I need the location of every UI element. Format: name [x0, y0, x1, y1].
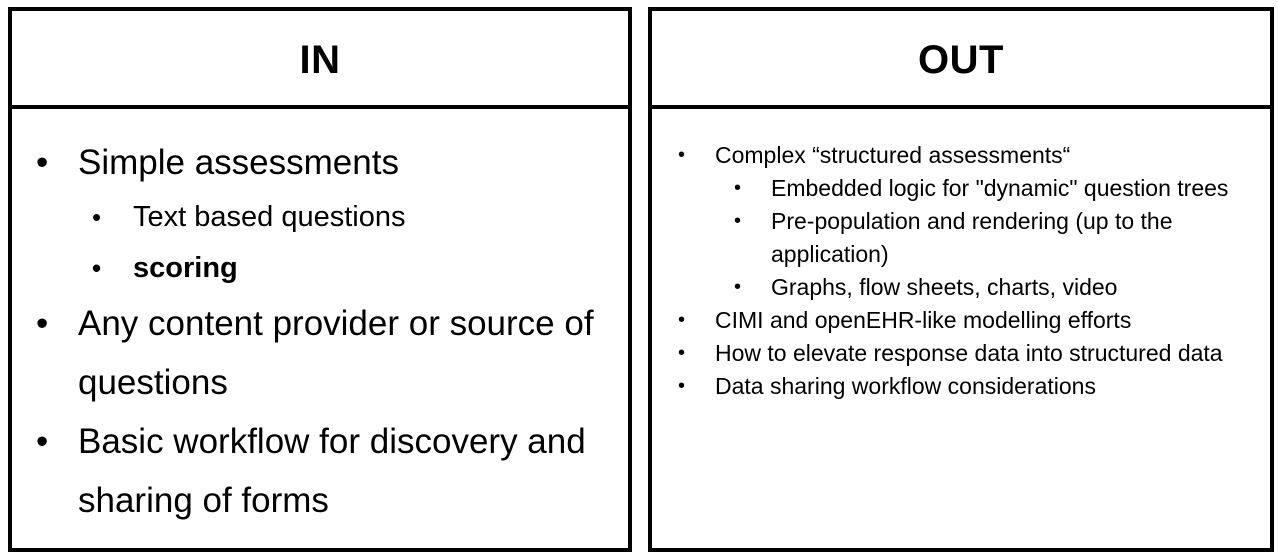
- out-list-item: • CIMI and openEHR-like modelling effort…: [652, 304, 1270, 337]
- bullet-icon: •: [734, 177, 742, 199]
- out-subitem-text: Embedded logic for "dynamic" question tr…: [771, 175, 1229, 201]
- in-list-item: • Basic workflow for discovery and shari…: [12, 412, 628, 530]
- out-panel-header: OUT: [652, 11, 1270, 109]
- out-item-text: Complex “structured assessments“: [715, 142, 1071, 168]
- in-panel-header: IN: [12, 11, 628, 109]
- bullet-icon: •: [678, 375, 686, 397]
- out-panel-title: OUT: [918, 37, 1004, 82]
- in-item-text: Basic workflow for discovery and sharing…: [78, 422, 586, 520]
- out-item-text: How to elevate response data into struct…: [715, 340, 1223, 366]
- in-panel: IN • Simple assessments • Text based que…: [8, 7, 632, 552]
- in-item-text: Any content provider or source of questi…: [78, 304, 594, 402]
- out-panel-body: • Complex “structured assessments“ • Emb…: [652, 109, 1270, 548]
- out-list-item: • Data sharing workflow considerations: [652, 370, 1270, 403]
- out-item-text: Data sharing workflow considerations: [715, 373, 1096, 399]
- in-panel-body: • Simple assessments • Text based questi…: [12, 109, 628, 548]
- in-list-item: • Simple assessments: [12, 133, 628, 192]
- out-sublist-item: • Embedded logic for "dynamic" question …: [652, 172, 1270, 205]
- bullet-icon: •: [678, 342, 686, 364]
- out-list-item: • How to elevate response data into stru…: [652, 337, 1270, 370]
- bullet-icon: •: [36, 143, 49, 182]
- in-sublist-item: • scoring: [12, 243, 628, 294]
- in-panel-title: IN: [299, 37, 341, 82]
- out-subitem-text: Pre-population and rendering (up to the …: [771, 208, 1173, 267]
- out-sublist-item: • Pre-population and rendering (up to th…: [652, 205, 1270, 271]
- bullet-icon: •: [92, 202, 102, 232]
- bullet-icon: •: [734, 276, 742, 298]
- out-list-item: • Complex “structured assessments“: [652, 139, 1270, 172]
- bullet-icon: •: [678, 144, 686, 166]
- in-sublist-item: • Text based questions: [12, 192, 628, 243]
- bullet-icon: •: [36, 422, 49, 461]
- bullet-icon: •: [92, 253, 102, 283]
- in-list-item: • Any content provider or source of ques…: [12, 294, 628, 412]
- out-panel: OUT • Complex “structured assessments“ •…: [648, 7, 1274, 552]
- out-list: • Complex “structured assessments“ • Emb…: [652, 139, 1270, 403]
- out-subitem-text: Graphs, flow sheets, charts, video: [771, 274, 1118, 300]
- bullet-icon: •: [678, 309, 686, 331]
- out-sublist-item: • Graphs, flow sheets, charts, video: [652, 271, 1270, 304]
- out-item-text: CIMI and openEHR-like modelling efforts: [715, 307, 1132, 333]
- in-subitem-text: scoring: [133, 252, 238, 284]
- bullet-icon: •: [734, 210, 742, 232]
- bullet-icon: •: [36, 304, 49, 343]
- in-item-text: Simple assessments: [78, 143, 399, 182]
- in-subitem-text: Text based questions: [133, 201, 406, 233]
- in-list: • Simple assessments • Text based questi…: [12, 133, 628, 530]
